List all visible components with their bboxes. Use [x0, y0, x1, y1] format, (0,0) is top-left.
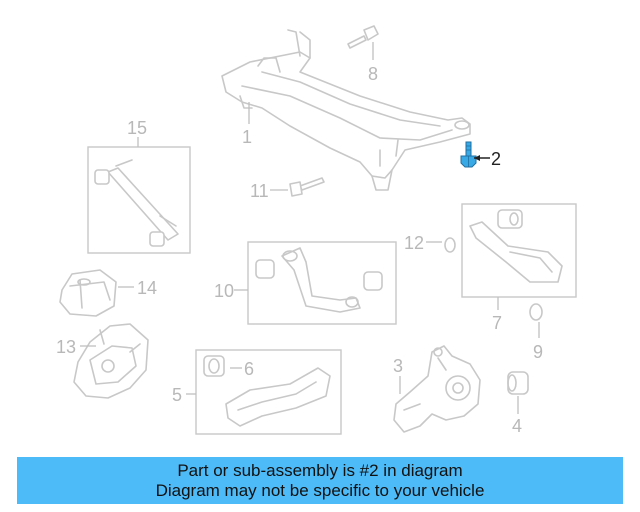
- part-10-box: [247, 241, 397, 325]
- callout-12: 12: [404, 233, 424, 253]
- callout-8: 8: [368, 64, 378, 84]
- part-3-knuckle: [393, 345, 481, 433]
- info-banner: Part or sub-assembly is #2 in diagram Di…: [17, 457, 623, 504]
- part-11-bolt: [289, 177, 325, 197]
- part-12-washer: [444, 237, 456, 253]
- part-7-box: [461, 203, 577, 298]
- callout-15: 15: [127, 118, 147, 138]
- part-8-bolt: [347, 25, 379, 49]
- part-10-arm: [255, 247, 383, 313]
- callout-14: 14: [137, 278, 157, 298]
- callout-9: 9: [533, 342, 543, 362]
- part-5-arm: [203, 355, 331, 427]
- callout-2: 2: [491, 149, 501, 169]
- part-9-washer: [529, 303, 543, 321]
- part-15-link: [94, 159, 179, 247]
- part-2-bolt: [460, 141, 477, 168]
- part-4-bushing: [507, 371, 529, 395]
- part-5-box: [195, 349, 342, 435]
- callout-5: 5: [172, 385, 182, 405]
- callout-13: 13: [56, 337, 76, 357]
- callout-4: 4: [512, 416, 522, 436]
- banner-line-2: Diagram may not be specific to your vehi…: [155, 480, 485, 500]
- part-14-mount: [59, 269, 117, 317]
- callout-7: 7: [492, 313, 502, 333]
- callout-6: 6: [244, 359, 254, 379]
- banner-line-1: Part or sub-assembly is #2 in diagram: [177, 460, 463, 480]
- parts-diagram: 1 2 8 11 15 14: [56, 25, 577, 436]
- callout-11: 11: [250, 181, 269, 201]
- callout-10: 10: [214, 281, 234, 301]
- part-1-subframe: [221, 29, 471, 191]
- callout-3: 3: [393, 356, 403, 376]
- part-13-bracket: [73, 323, 149, 399]
- callout-1: 1: [242, 127, 252, 147]
- part-15-box: [87, 146, 191, 254]
- part-7-arm: [469, 209, 563, 283]
